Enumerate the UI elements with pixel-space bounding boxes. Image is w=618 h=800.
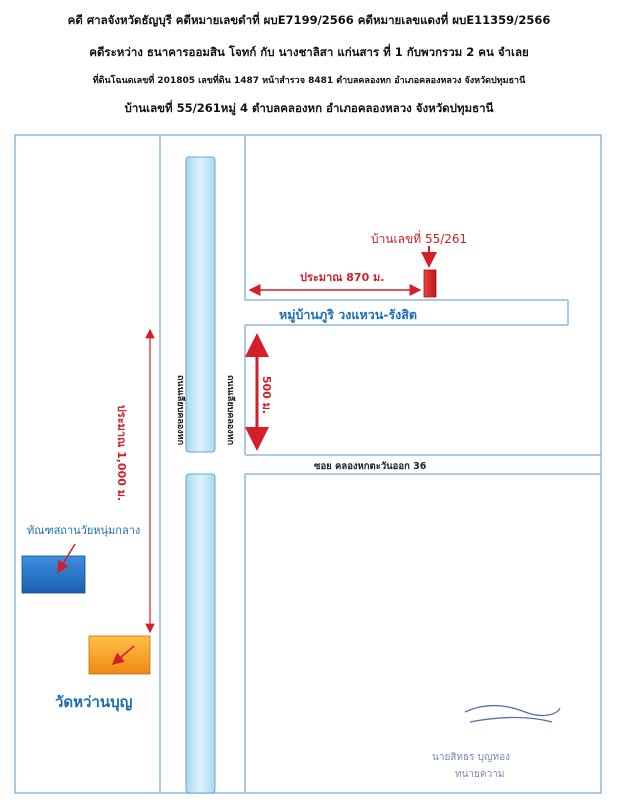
- header-line-parties: คดีระหว่าง ธนาคารออมสิน โจทก์ กับ นางชาล…: [89, 45, 529, 59]
- road-right-label: ถนนเลียบคลองหก: [225, 374, 235, 446]
- header-line-case: คดี ศาลจังหวัดธัญบุรี คดีหมายเลขดำที่ ผบ…: [67, 13, 551, 27]
- canal-upper: [185, 156, 216, 453]
- signature-name: นายสิทธร บุญทอง: [432, 752, 511, 763]
- distance-500-label: 500 ม.: [260, 375, 273, 415]
- distance-870-label: ประมาณ 870 ม.: [300, 271, 385, 284]
- house-label: บ้านเลขที่ 55/261: [371, 232, 468, 246]
- landmark-blue-arrow: [57, 543, 76, 574]
- canal-lower: [185, 473, 216, 794]
- landmark-orange-label: วัดหว่านบุญ: [55, 693, 133, 711]
- landmark-orange-arrow: [111, 645, 135, 665]
- signature-stroke: [464, 704, 561, 723]
- landmark-blue-label: ทัณฑสถานวัยหนุ่มกลาง: [27, 524, 141, 537]
- map-frame: [14, 134, 602, 794]
- signature-title: ทนายความ: [455, 769, 505, 780]
- soi-label: ซอย คลองหกตะวันออก 36: [314, 461, 427, 472]
- road-left-label: ถนนเลียบคลองหก: [175, 374, 185, 446]
- landmark-blue-box: [21, 555, 86, 594]
- header-line-address: บ้านเลขที่ 55/261หมู่ 4 ตำบลคลองหก อำเภอ…: [124, 101, 494, 115]
- distance-1000-label: ประมาณ 1,000 ม.: [115, 404, 128, 502]
- header-line-deed: ที่ดินโฉนดเลขที่ 201805 เลขที่ดิน 1487 ห…: [92, 76, 526, 86]
- village-road-label: หมู่บ้านภูริ วงแหวน-รังสิต: [279, 307, 418, 322]
- landmark-orange-box: [88, 635, 151, 675]
- house-marker: [423, 269, 437, 298]
